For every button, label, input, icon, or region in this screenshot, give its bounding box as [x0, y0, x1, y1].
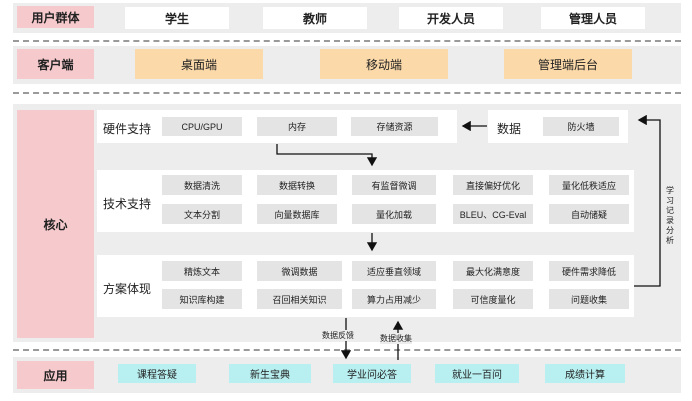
solution-item-question-collection: 问题收集: [549, 289, 629, 309]
tech-item-vector-database: 向量数据库: [257, 204, 337, 224]
tech-item-auto-question: 自动储疑: [549, 204, 629, 224]
role-teacher: 教师: [263, 7, 367, 29]
section-label-client: 客户端: [17, 49, 94, 79]
solution-item-knowledge-base: 知识库构建: [162, 289, 242, 309]
app-employment-faq: 就业一百问: [435, 364, 519, 383]
section-label-users: 用户群体: [17, 6, 94, 28]
client-admin-backend: 管理端后台: [504, 49, 632, 79]
hardware-item-cpu-gpu: CPU/GPU: [162, 117, 242, 136]
app-academic-qa: 学业问必答: [333, 364, 411, 383]
app-grade-calculator: 成绩计算: [545, 364, 625, 383]
role-student: 学生: [125, 7, 229, 29]
section-label-core: 核心: [17, 110, 94, 338]
tech-item-text-splitting: 文本分割: [162, 204, 242, 224]
tech-item-supervised-finetuning: 有监督微调: [352, 175, 436, 195]
tech-item-quantized-loading: 量化加载: [352, 204, 436, 224]
solution-title: 方案体现: [103, 282, 152, 296]
app-course-qa: 课程答疑: [118, 364, 196, 383]
role-developer: 开发人员: [399, 7, 503, 29]
solution-item-vertical-domain: 适应垂直领域: [352, 261, 436, 281]
client-mobile: 移动端: [320, 49, 448, 79]
divider-2: [13, 92, 681, 94]
divider-3: [13, 349, 681, 351]
hardware-item-memory: 内存: [257, 117, 337, 136]
tech-title: 技术支持: [103, 197, 152, 211]
app-freshman-guide: 新生宝典: [229, 364, 311, 383]
tech-item-quantized-low-rank-adaptation: 量化低秩适应: [549, 175, 629, 195]
solution-item-credibility-quantification: 可信度量化: [453, 289, 533, 309]
hardware-title: 硬件支持: [103, 122, 152, 136]
solution-item-refined-text: 精炼文本: [162, 261, 242, 281]
solution-item-recall-knowledge: 召回相关知识: [257, 289, 342, 309]
role-manager: 管理人员: [541, 7, 645, 29]
flow-label-feedback: 数据反馈: [322, 330, 354, 341]
solution-item-finetune-data: 微调数据: [257, 261, 342, 281]
tech-item-data-cleaning: 数据清洗: [162, 175, 242, 195]
client-desktop: 桌面端: [135, 49, 263, 79]
tech-item-direct-preference-optimization: 直接偏好优化: [453, 175, 533, 195]
solution-item-hardware-reduction: 硬件需求降低: [549, 261, 629, 281]
data-item-firewall: 防火墙: [543, 117, 619, 136]
section-label-application: 应用: [17, 361, 94, 389]
data-title: 数据: [497, 122, 522, 136]
flow-label-collect: 数据收集: [380, 333, 412, 344]
divider-1: [13, 40, 681, 42]
solution-item-compute-reduction: 算力占用减少: [352, 289, 436, 309]
tech-item-bleu-cg-eval: BLEU、CG-Eval: [453, 204, 533, 224]
tech-item-data-conversion: 数据转换: [257, 175, 337, 195]
flow-label-learn-analyze: 学 习 记 录 分 析: [666, 186, 674, 245]
solution-item-max-satisfaction: 最大化满意度: [453, 261, 533, 281]
hardware-item-storage: 存储资源: [351, 117, 438, 136]
